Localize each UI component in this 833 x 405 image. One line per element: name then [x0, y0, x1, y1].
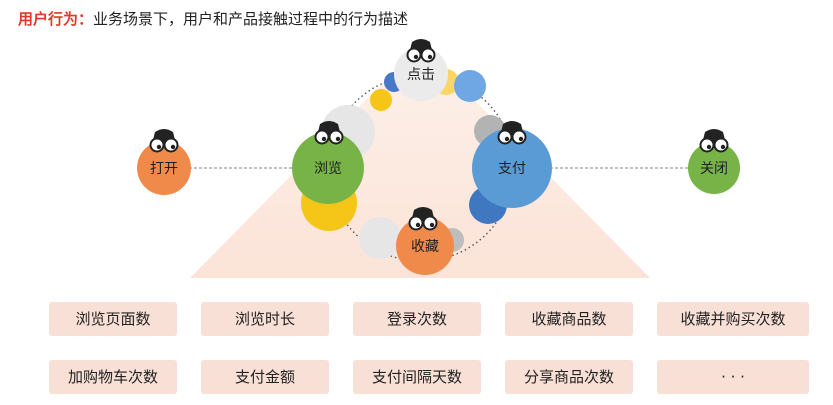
node-open: [137, 141, 191, 195]
node-browse-label: 浏览: [314, 161, 342, 177]
node-favorite: [396, 217, 454, 275]
bubble-blue: [454, 70, 486, 102]
title-text: 业务场景下，用户和产品接触过程中的行为描述: [93, 10, 409, 28]
metric-box: 加购物车次数: [49, 360, 177, 394]
bubble-gold: [370, 89, 392, 111]
metric-box: 支付金额: [201, 360, 329, 394]
node-pay-label: 支付: [498, 161, 526, 177]
node-open-label: 打开: [150, 160, 178, 177]
node-click: [394, 47, 448, 101]
metric-box: 分享商品次数: [505, 360, 633, 394]
metric-box: 浏览时长: [201, 302, 329, 336]
background-triangle: [190, 45, 650, 278]
node-close: [688, 142, 740, 194]
metric-box: 支付间隔天数: [353, 360, 481, 394]
node-pay: [472, 128, 552, 208]
metric-box: 收藏商品数: [505, 302, 633, 336]
metric-box: 登录次数: [353, 302, 481, 336]
node-click-label: 点击: [407, 67, 435, 83]
metric-box: 收藏并购买次数: [657, 302, 809, 336]
metric-box-ellipsis: · · ·: [657, 360, 809, 394]
title-lead: 用户行为：: [18, 10, 94, 28]
node-close-label: 关闭: [700, 161, 728, 177]
node-browse: [292, 132, 364, 204]
page-title: 用户行为：业务场景下，用户和产品接触过程中的行为描述: [18, 8, 408, 29]
node-favorite-label: 收藏: [411, 239, 439, 255]
metric-box: 浏览页面数: [49, 302, 177, 336]
bubble-gray: [359, 217, 401, 259]
